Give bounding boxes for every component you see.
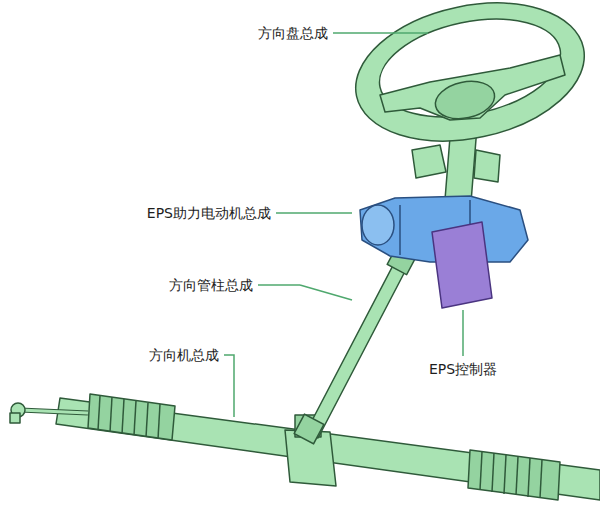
part-label: EPS控制器 bbox=[427, 360, 499, 378]
part-label: 方向管柱总成 bbox=[167, 276, 255, 294]
part-label: 方向机总成 bbox=[147, 346, 221, 364]
part-label: EPS助力电动机总成 bbox=[145, 204, 273, 222]
part-label: 方向盘总成 bbox=[256, 24, 330, 42]
